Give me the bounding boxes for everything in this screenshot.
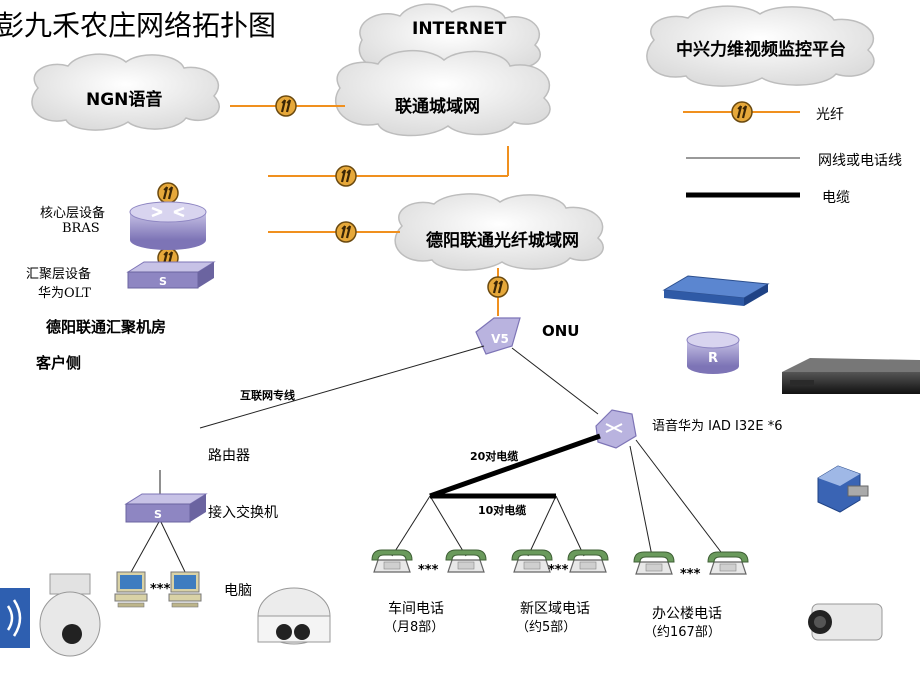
office-phone-count: （约167部） <box>644 625 721 640</box>
cloud-zte-platform <box>646 5 875 87</box>
pc-label: 电脑 <box>224 583 252 599</box>
cloud-label-ngn: NGN语音 <box>86 90 163 110</box>
workshop-ellipsis: *** <box>418 563 439 578</box>
fiber-icon <box>730 100 754 124</box>
workshop-phone-label: 车间电话 <box>388 601 444 617</box>
customer-side-label: 客户侧 <box>36 354 82 372</box>
router-label: 路由器 <box>208 448 250 464</box>
cloud-ngn <box>31 53 220 131</box>
cloud-label-unicom-metro: 联通城域网 <box>395 97 480 117</box>
cloud-label-deyang-metro: 德阳联通光纤城域网 <box>426 231 579 251</box>
newarea-phone-count: （约5部） <box>516 620 577 635</box>
bras-router-icon <box>129 201 207 250</box>
rack-server-icon <box>662 275 770 306</box>
phone-icon <box>445 549 487 573</box>
fiber-icon <box>156 181 180 205</box>
phone-icon <box>511 549 553 573</box>
fiber-icon <box>334 220 358 244</box>
access-switch-label: 接入交换机 <box>208 505 278 521</box>
legend-fiber-label: 光纤 <box>816 107 844 123</box>
cable20-label: 20对电缆 <box>470 450 519 463</box>
iad-icon <box>595 409 637 449</box>
newarea-ellipsis: *** <box>548 563 569 578</box>
fiber-icon <box>274 94 298 118</box>
newarea-phone-label: 新区域电话 <box>520 601 590 617</box>
computer-icon <box>114 571 148 608</box>
onu-label: ONU <box>542 322 580 340</box>
router-icon: R <box>686 331 740 374</box>
phone-icon <box>707 551 749 575</box>
agg-device-model: 华为OLT <box>38 286 91 301</box>
nvr-recorder-icon <box>782 358 920 394</box>
olt-switch-icon: S <box>126 261 216 289</box>
onu-glyph: V5 <box>491 332 509 346</box>
cloud-deyang-metro <box>394 193 604 271</box>
workshop-phone-count: （月8部） <box>384 620 445 635</box>
core-device-model: BRAS <box>62 221 100 236</box>
cable10-label: 10对电缆 <box>478 504 527 517</box>
phone-icon <box>567 549 609 573</box>
bullet-camera-icon <box>808 603 883 641</box>
legend-line-label: 网线或电话线 <box>818 153 902 169</box>
agg-device-label: 汇聚层设备 <box>26 267 92 282</box>
phone-icon <box>633 551 675 575</box>
storage-icon <box>817 465 869 513</box>
cloud-label-internet: INTERNET <box>412 19 507 39</box>
onu-icon: V5 <box>475 317 521 355</box>
network-lines <box>129 345 725 575</box>
legend-cable-label: 电缆 <box>822 190 850 206</box>
cloud-unicom-metro <box>334 49 551 137</box>
dome-camera-icon <box>257 587 331 645</box>
olt-switch-glyph: S <box>159 275 167 288</box>
cloud-label-zte-platform: 中兴力维视频监控平台 <box>676 40 846 60</box>
iad-label: 语音华为 IAD I32E *6 <box>652 419 783 434</box>
office-phone-label: 办公楼电话 <box>652 606 722 622</box>
dedicated-line-label: 互联网专线 <box>240 389 295 402</box>
office-ellipsis: *** <box>680 567 701 582</box>
access-switch-glyph: S <box>154 508 162 521</box>
core-device-label: 核心层设备 <box>40 206 106 221</box>
computer-icon <box>168 571 202 608</box>
access-switch-icon: S <box>124 493 208 523</box>
fiber-icon <box>486 275 510 299</box>
cable-lines <box>429 433 601 499</box>
pc-ellipsis: *** <box>150 582 171 597</box>
wireless-ap-icon <box>0 588 30 648</box>
room-label: 德阳联通汇聚机房 <box>46 318 167 336</box>
ptz-camera-icon <box>39 573 101 657</box>
router-glyph: R <box>708 351 718 366</box>
phone-icon <box>371 549 413 573</box>
diagram-title: 彭九禾农庄网络拓扑图 <box>0 9 277 42</box>
fiber-icon <box>334 164 358 188</box>
